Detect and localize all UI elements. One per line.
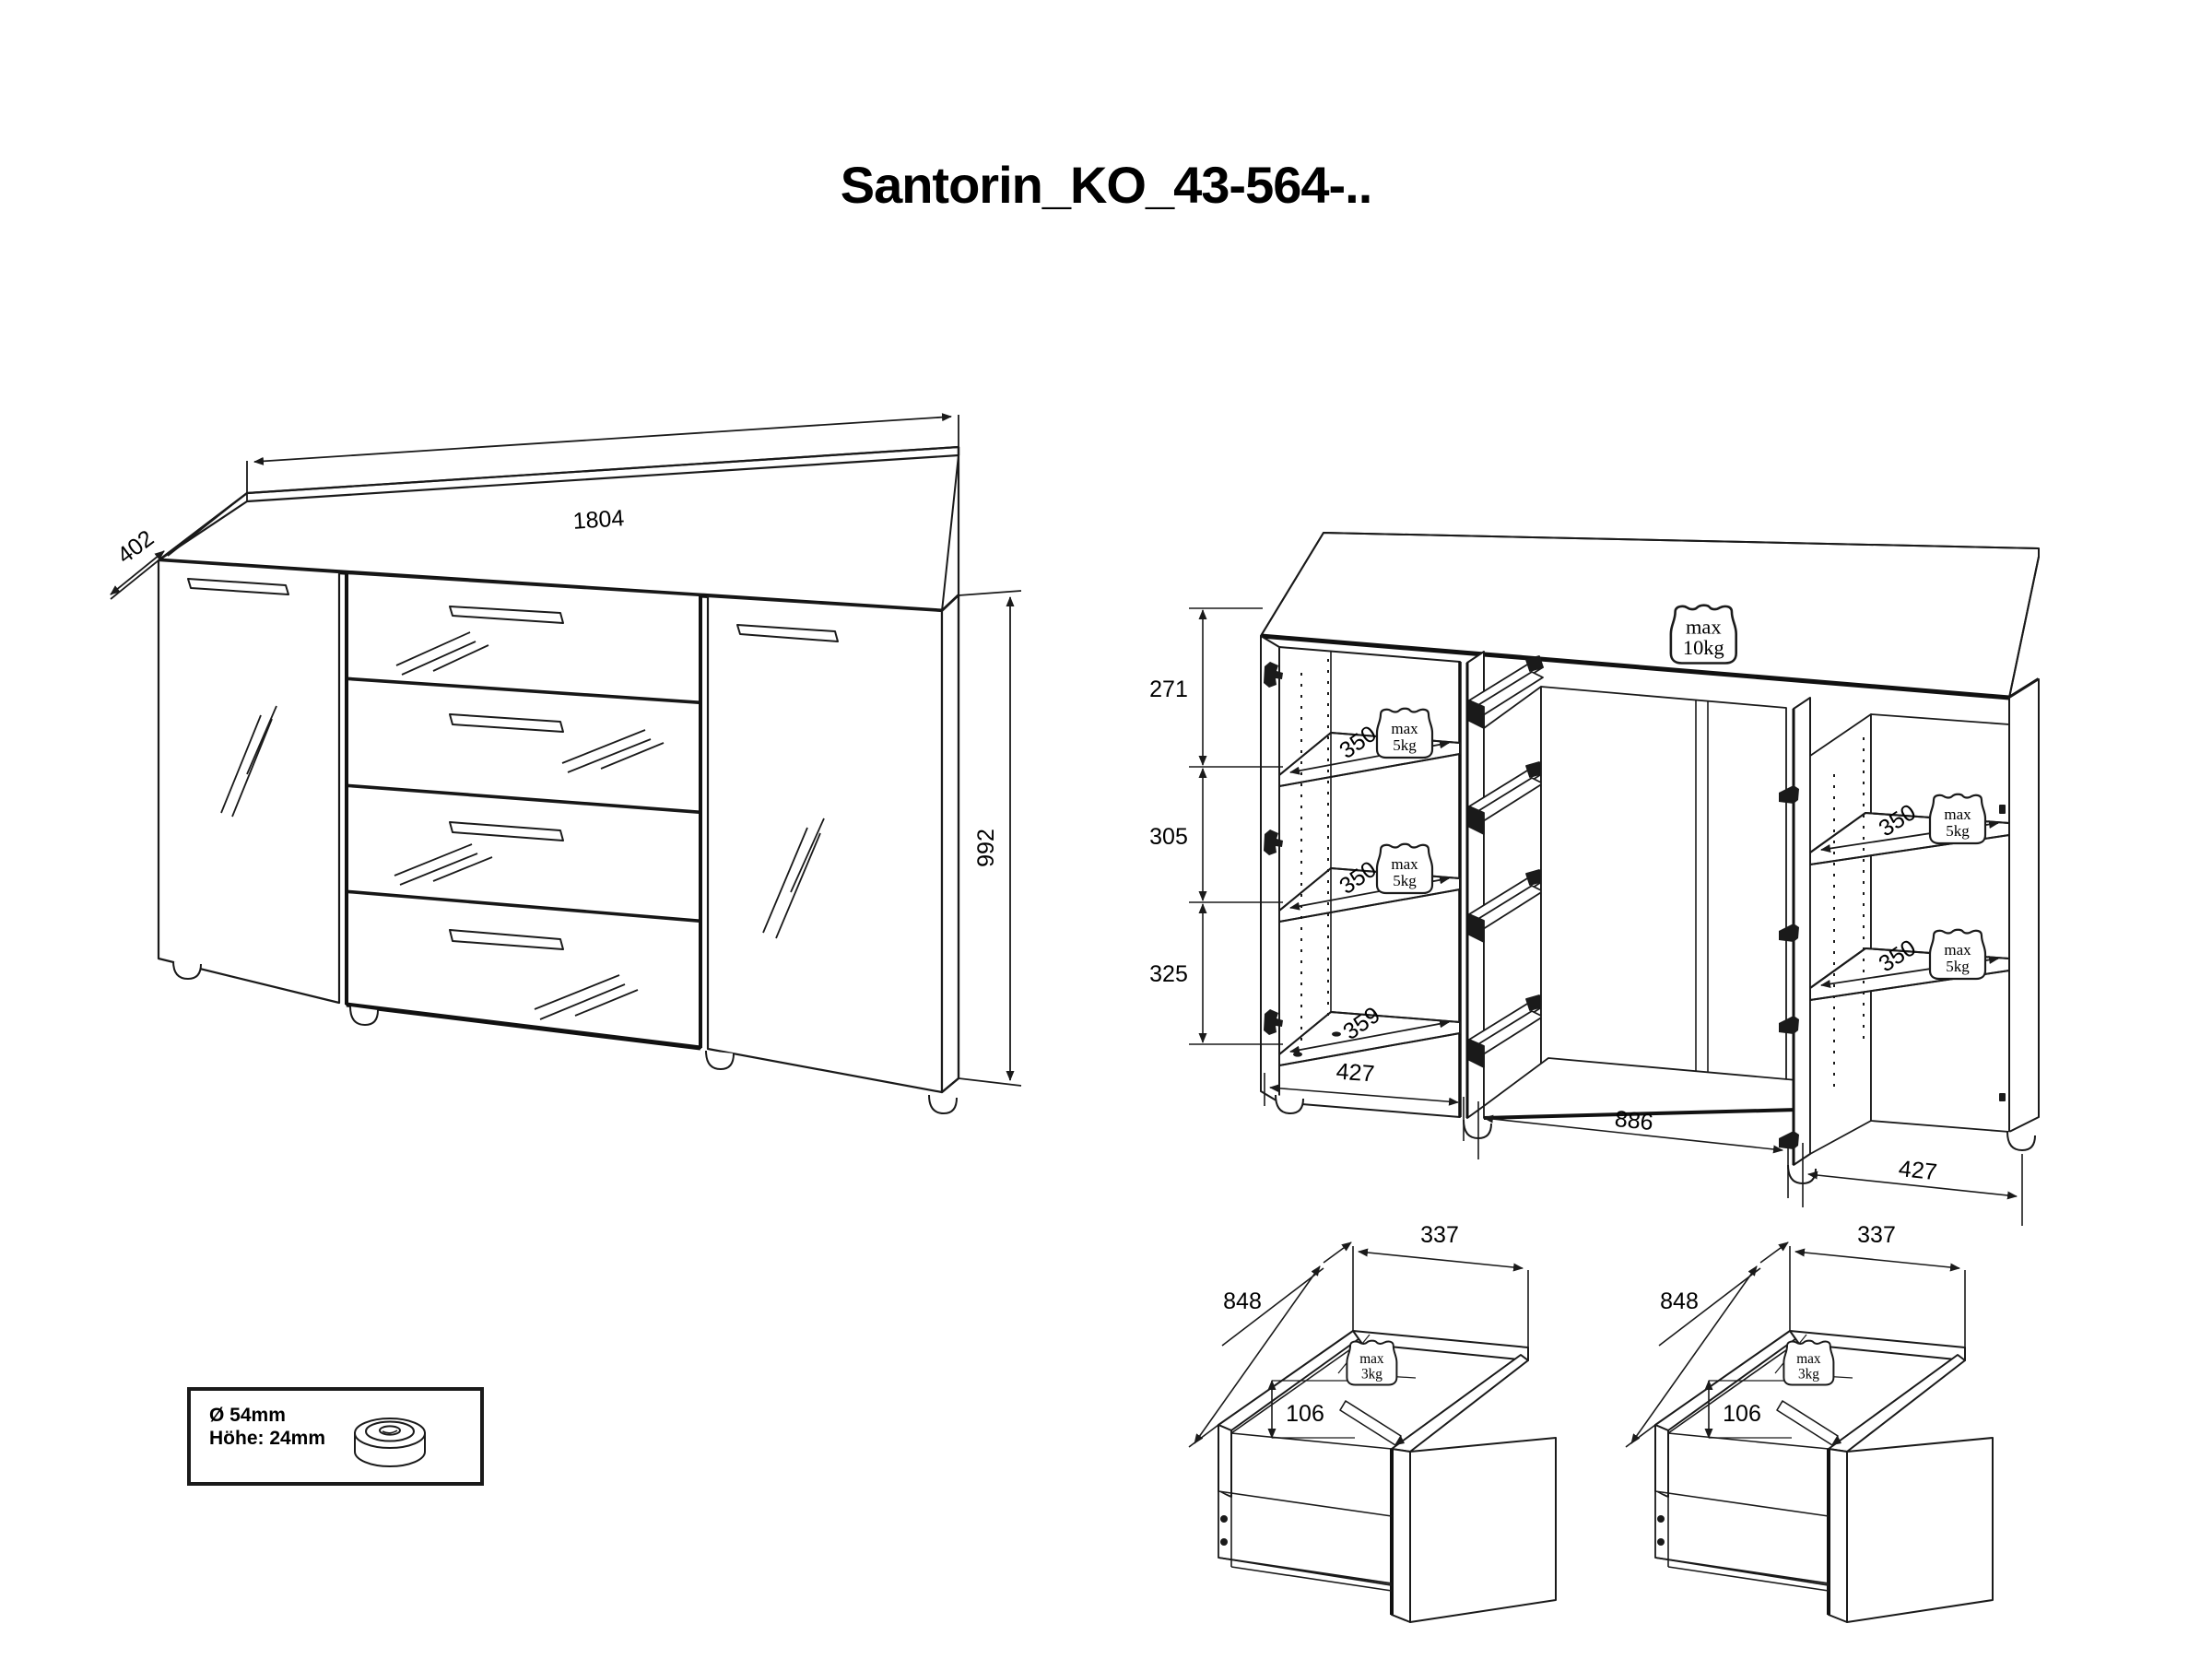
load-badge-line1: max <box>1686 616 1722 639</box>
interior-horizontal-dimension-labels: 427 886 427 <box>1335 1059 1938 1186</box>
gloss-reflection <box>534 974 639 1020</box>
load-badge-drawer-right: max 3kg <box>1783 1339 1835 1386</box>
foot-detail-box: Ø 54mm Höhe: 24mm <box>187 1387 484 1486</box>
drawer-runner <box>1468 655 1544 729</box>
dim-drawer-length-label: 848 <box>1223 1288 1262 1314</box>
load-badge-line1: max <box>1391 855 1418 873</box>
shelf-pin-holes <box>1833 737 1865 1088</box>
load-badge-line1: max <box>1359 1351 1384 1367</box>
load-badge-line1: max <box>1391 720 1418 737</box>
drawer-detail-left-dimensions <box>1188 1241 1529 1448</box>
load-badge-line1: max <box>1944 941 1971 959</box>
gloss-reflection <box>762 818 825 939</box>
load-badge-line1: max <box>1944 806 1971 823</box>
dim-right-width-label: 427 <box>1898 1156 1938 1185</box>
gloss-reflection <box>561 729 665 773</box>
dim-drawer-height-label: 106 <box>1723 1401 1761 1427</box>
interior-horizontal-dimensions <box>1260 1073 2023 1226</box>
screw-marks <box>1220 1515 1228 1546</box>
load-badge-line2: 10kg <box>1683 636 1724 659</box>
door-hinge <box>1264 662 1283 1035</box>
drawer-front-4[interactable] <box>345 890 702 1051</box>
interior-isometric-view <box>1260 532 2041 1184</box>
foot-icon <box>354 1418 426 1467</box>
dim-height-label: 992 <box>973 829 999 867</box>
right-side-panel <box>940 594 960 1094</box>
gloss-reflection <box>395 631 489 676</box>
dim-325-label: 325 <box>1149 961 1188 987</box>
left-door[interactable] <box>157 559 341 1005</box>
drawer-detail-right-dimensions <box>1625 1241 1966 1448</box>
load-badge-left-shelf-1: max 5kg <box>1375 707 1434 759</box>
load-badge-line1: max <box>1796 1351 1821 1367</box>
dim-271-label: 271 <box>1149 677 1188 702</box>
dim-305-label: 305 <box>1149 824 1188 850</box>
foot-height-label: Höhe: 24mm <box>209 1428 325 1449</box>
dim-drawer-width-label: 337 <box>1420 1222 1459 1248</box>
interior-vertical-dimension-labels: 271 305 325 <box>1149 677 1188 987</box>
drawer-detail-right-labels: 337 848 106 <box>1660 1222 1896 1427</box>
exterior-isometric-view <box>157 445 960 1114</box>
dim-left-width-label: 427 <box>1335 1059 1376 1088</box>
dim-middle-width-label: 886 <box>1614 1106 1654 1135</box>
load-badge-right-shelf-2: max 5kg <box>1928 928 1987 981</box>
interior-top-panel <box>1260 532 2041 700</box>
gloss-reflection <box>394 843 493 886</box>
drawer-stack <box>345 571 702 1051</box>
door-hinge <box>1779 785 1799 1149</box>
dim-depth-label: 402 <box>112 525 159 569</box>
load-badge-right-shelf-1: max 5kg <box>1928 793 1987 845</box>
interior-vertical-dimensions <box>1189 607 1283 1045</box>
dim-drawer-width-label: 337 <box>1857 1222 1896 1248</box>
load-badge-top: max 10kg <box>1669 604 1737 665</box>
dim-drawer-length-label: 848 <box>1660 1288 1699 1314</box>
exterior-dimensions <box>110 413 1022 1087</box>
load-badge-line2: 5kg <box>1946 958 1970 975</box>
load-badge-line2: 3kg <box>1798 1366 1819 1382</box>
load-badge-line2: 5kg <box>1393 872 1417 889</box>
dowel-marks <box>1999 805 2006 1101</box>
load-badge-left-shelf-2: max 5kg <box>1375 842 1434 895</box>
dim-width-label: 1804 <box>572 505 625 535</box>
drawer-runner <box>1468 761 1544 835</box>
load-badge-line2: 3kg <box>1361 1366 1382 1382</box>
load-badge-drawer-left: max 3kg <box>1346 1339 1398 1386</box>
right-door[interactable] <box>706 594 944 1094</box>
dim-drawer-height-label: 106 <box>1286 1401 1324 1427</box>
gloss-reflection <box>220 705 277 818</box>
right-compartment <box>1779 678 2040 1166</box>
cabinet-feet <box>172 960 958 1114</box>
foot-diameter-label: Ø 54mm <box>209 1405 286 1426</box>
shelf-pin-holes <box>1300 659 1329 1041</box>
drawer-runner <box>1468 869 1544 943</box>
load-badge-line2: 5kg <box>1946 822 1970 840</box>
drawer-detail-left-labels: 337 848 106 <box>1223 1222 1459 1427</box>
drawer-detail-right <box>1654 1330 1994 1623</box>
drawer-runners <box>1468 655 1544 1068</box>
screw-marks <box>1657 1515 1665 1546</box>
load-badge-line2: 5kg <box>1393 736 1417 754</box>
